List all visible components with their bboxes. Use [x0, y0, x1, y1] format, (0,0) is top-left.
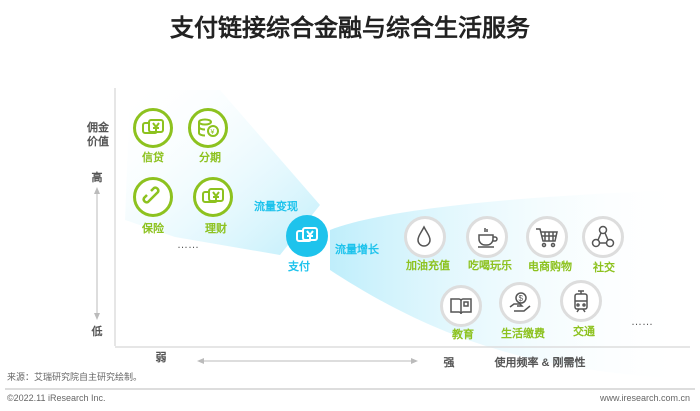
payment-label: 支付	[288, 261, 310, 273]
finance-more: ……	[177, 239, 199, 251]
cart-icon	[526, 216, 568, 258]
flow-monetize-label: 流量变现	[254, 201, 298, 213]
life-label-shopping: 电商购物	[528, 261, 572, 273]
money-card-icon	[133, 108, 173, 148]
people-network-icon	[582, 216, 624, 258]
x-axis-weak: 弱	[155, 352, 167, 364]
y-axis-high: 高	[91, 172, 103, 184]
website: www.iresearch.com.cn	[599, 393, 690, 403]
life-more: ……	[631, 316, 653, 328]
life-label-fuel: 加油充值	[406, 260, 450, 272]
page-title: 支付链接综合金融与综合生活服务	[170, 15, 530, 42]
copyright: ©2022.11 iResearch Inc.	[7, 393, 106, 403]
finance-label-wealth: 理财	[205, 223, 227, 235]
life-label-social: 社交	[593, 262, 615, 274]
money-card-icon	[286, 215, 328, 257]
svg-text:¥: ¥	[211, 129, 215, 136]
life-label-dining: 吃喝玩乐	[468, 260, 512, 272]
hand-coin-icon: $	[499, 282, 541, 324]
coins-icon: ¥	[188, 108, 228, 148]
book-icon	[440, 285, 482, 327]
life-label-utilities: 生活缴费	[501, 328, 545, 340]
finance-label-installment: 分期	[199, 152, 221, 164]
y-axis-label: 佣金价值	[87, 122, 109, 148]
finance-label-credit: 信贷	[142, 152, 164, 164]
finance-label-insurance: 保险	[142, 223, 164, 235]
source-note: 来源：艾瑞研究院自主研究绘制。	[7, 372, 143, 382]
x-axis-label: 使用频率 & 刚需性	[494, 357, 586, 369]
train-icon	[560, 280, 602, 322]
life-label-transport: 交通	[573, 326, 595, 338]
flow-growth-label: 流量增长	[335, 244, 379, 256]
drop-icon	[404, 216, 446, 258]
link-icon	[133, 177, 173, 217]
coffee-cup-icon	[466, 216, 508, 258]
svg-text:$: $	[519, 294, 524, 303]
life-label-education: 教育	[452, 329, 474, 341]
money-card-icon	[193, 177, 233, 217]
x-axis-strong: 强	[443, 357, 455, 369]
y-axis-low: 低	[91, 326, 103, 338]
